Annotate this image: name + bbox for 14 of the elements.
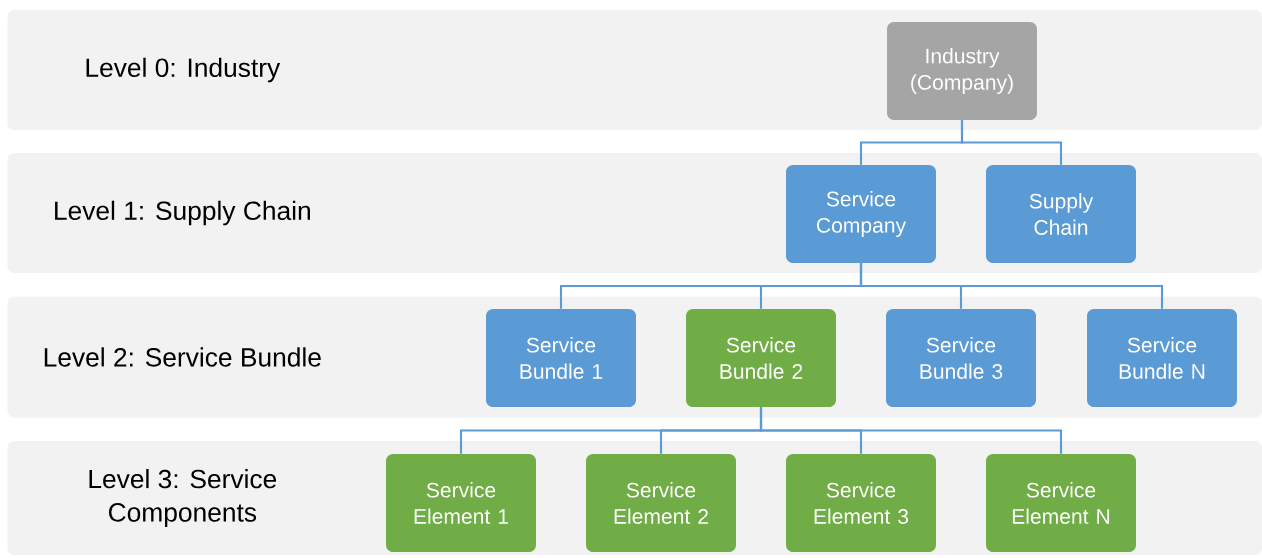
org-box: Industry (Company) (887, 22, 1037, 120)
org-box: Service Bundle 3 (886, 309, 1036, 407)
connector-line (759, 407, 1063, 454)
org-box: Service Element N (986, 454, 1136, 552)
org-box: Service Element 2 (586, 454, 736, 552)
connector-line (859, 263, 1164, 309)
org-box: Service Bundle 1 (486, 309, 636, 407)
org-box: Service Bundle N (1087, 309, 1237, 407)
org-box: Service Element 1 (386, 454, 536, 552)
connector-line (960, 120, 1063, 165)
org-box: Service Bundle 2 (686, 309, 836, 407)
org-box: Supply Chain (986, 165, 1136, 263)
org-box: Service Element 3 (786, 454, 936, 552)
org-box: Service Company (786, 165, 936, 263)
